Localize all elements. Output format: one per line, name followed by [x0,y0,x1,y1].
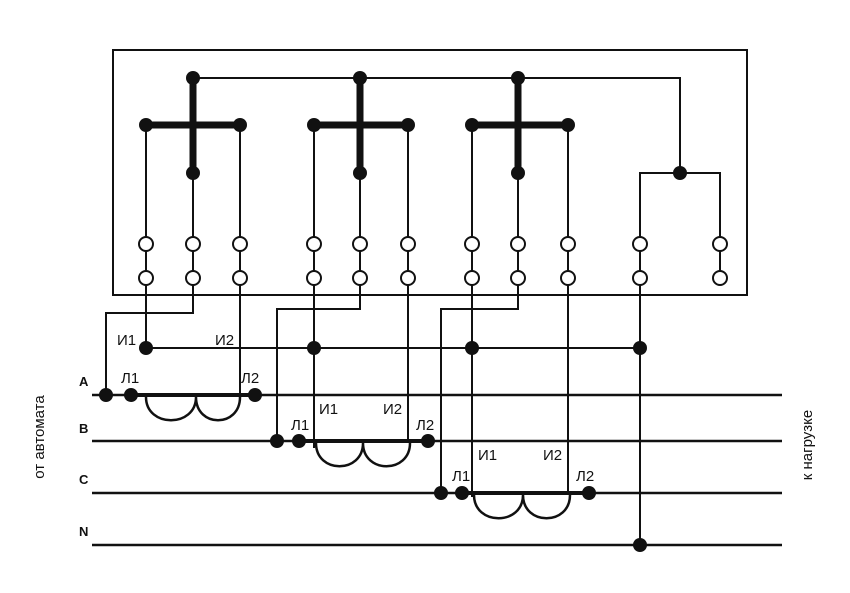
meter-element-1 [139,71,247,244]
ta-label-i2: И2 [215,332,234,349]
tc-label-l1: Л1 [452,468,470,485]
tc-label-i1: И1 [478,447,497,464]
phase-label-c: C [79,472,89,487]
current-transformer-a [131,393,255,422]
meter-terminals [138,236,728,286]
tc-label-l2: Л2 [576,468,594,485]
phase-label-b: B [79,421,88,436]
side-label-to: к нагрузке [799,410,816,480]
phase-label-n: N [79,524,88,539]
ta-label-i1: И1 [117,332,136,349]
current-transformer-b [299,439,428,468]
tb-label-l1: Л1 [291,417,309,434]
external-wiring [105,278,641,545]
neutral-block-wire [639,172,721,244]
side-label-from: от автомата [31,395,48,479]
junction-dots [99,341,647,552]
meter-element-2 [307,71,415,244]
meter-housing [112,49,748,296]
ta-label-l2: Л2 [241,370,259,387]
potential-top-wire [193,77,681,173]
neutral-junction-dot [673,166,687,180]
current-transformer-c [462,491,589,520]
ta-label-l1: Л1 [121,370,139,387]
tb-label-i1: И1 [319,401,338,418]
tc-label-i2: И2 [543,447,562,464]
meter-element-3 [465,71,575,244]
tb-label-l2: Л2 [416,417,434,434]
tb-label-i2: И2 [383,401,402,418]
phase-label-a: A [79,374,89,389]
